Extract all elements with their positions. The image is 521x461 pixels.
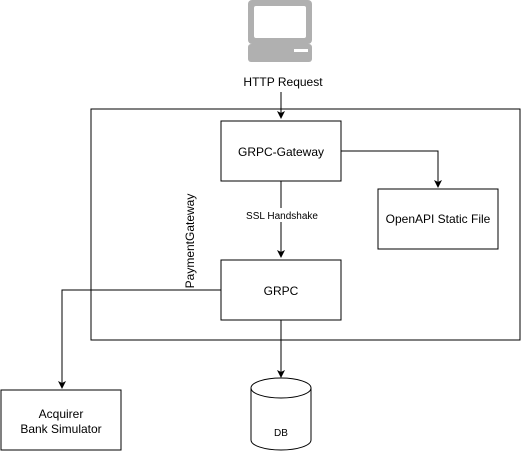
payment-gateway-container [90, 108, 521, 341]
db-label: DB [274, 428, 288, 439]
grpc-gateway-node [220, 120, 342, 182]
computer-monitor-icon [248, 0, 312, 62]
openapi-static-file-node [377, 188, 499, 250]
ssl-handshake-label: SSL Handshake [246, 211, 318, 222]
edge-grpc-to-acquirer [58, 289, 221, 389]
grpc-node [220, 259, 342, 321]
payment-gateway-label: PaymentGateway [183, 194, 197, 289]
acquirer-label-line1: Acquirer [39, 407, 84, 421]
grpc-label: GRPC [264, 284, 299, 298]
openapi-static-file-label: OpenAPI Static File [386, 212, 491, 226]
db-cylinder-icon [250, 377, 312, 451]
http-request-label: HTTP Request [243, 75, 323, 89]
edge-grpc-gateway-to-openapi [341, 150, 442, 188]
acquirer-label-line2: Bank Simulator [20, 422, 101, 436]
ssl-handshake-label-bg [243, 208, 321, 222]
grpc-gateway-label: GRPC-Gateway [238, 145, 324, 159]
acquirer-bank-simulator-node [0, 389, 122, 451]
